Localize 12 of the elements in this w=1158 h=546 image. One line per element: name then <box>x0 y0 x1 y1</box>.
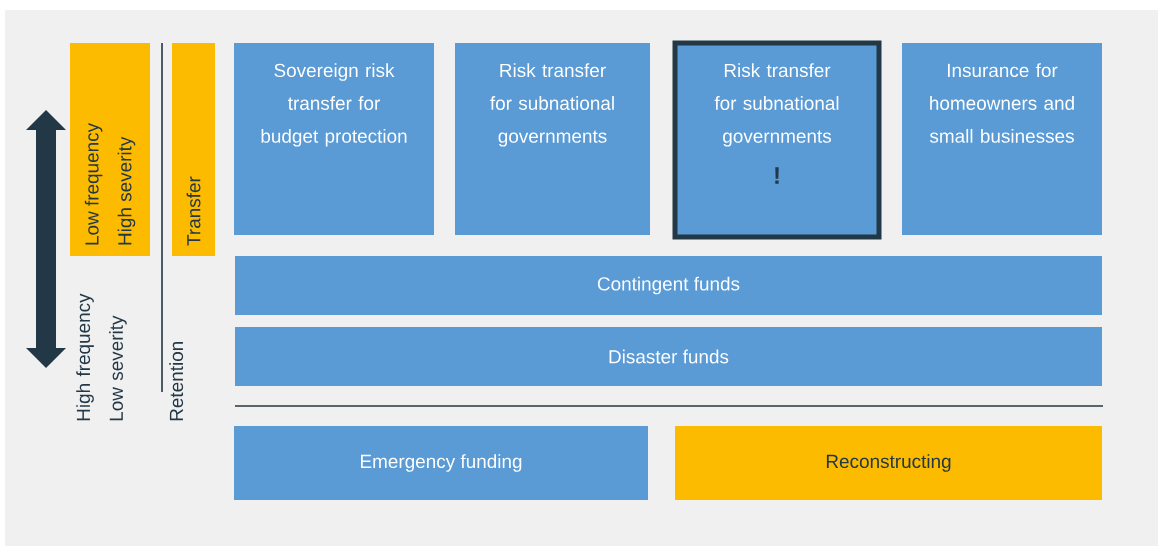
risk-box: Risk transfer for subnational governments <box>455 43 650 235</box>
funding-bar: Disaster funds <box>235 327 1102 386</box>
risk-box: Insurance for homeowners and small businesses <box>902 43 1102 235</box>
funding-bar: Emergency funding <box>234 426 648 500</box>
axis-label: High frequency Low severity <box>76 293 127 421</box>
axis-label: Retention <box>169 342 184 421</box>
category-box: Low frequency High severity <box>70 43 150 256</box>
highlighted-risk-box: Risk transfer for subnational governments ! <box>672 40 882 240</box>
risk-box: Sovereign risk transfer for budget protection <box>234 43 434 235</box>
category-box: Transfer <box>172 43 215 256</box>
funding-bar: Reconstructing <box>675 426 1102 500</box>
funding-bar: Contingent funds <box>235 256 1102 315</box>
